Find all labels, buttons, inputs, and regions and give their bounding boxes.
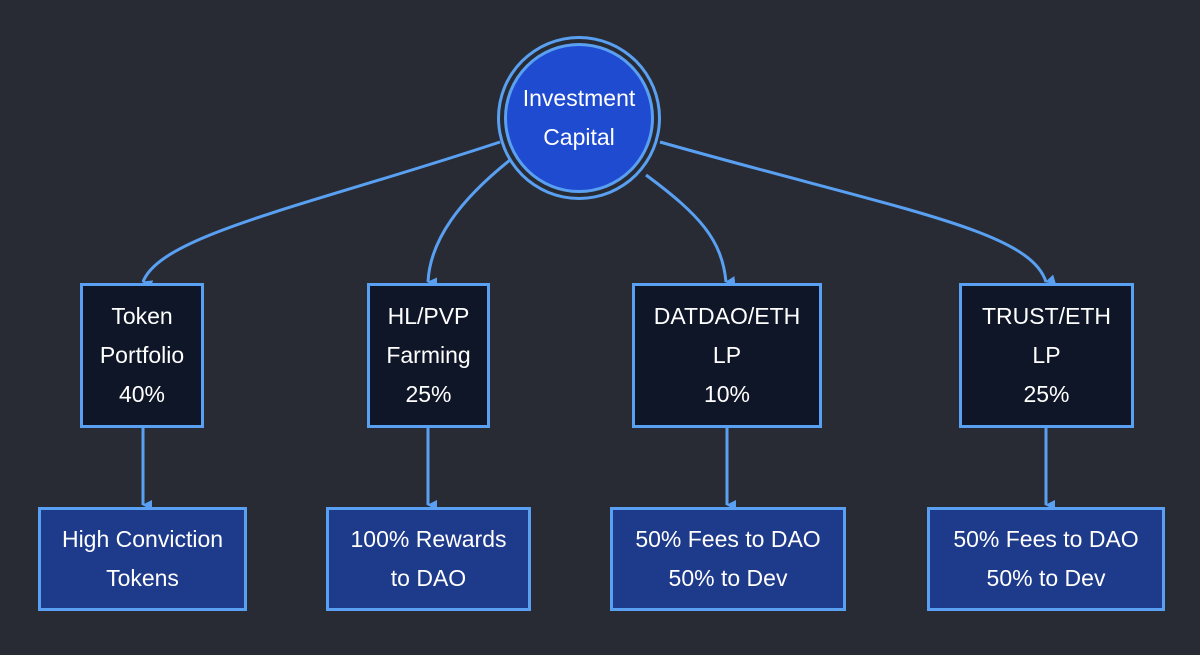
allocation-node-trust-eth-lp: TRUST/ETH LP 25%: [959, 283, 1134, 428]
edge-root-to-trust-eth-lp: [659, 140, 1057, 285]
outcome-label-line-2: Tokens: [106, 565, 179, 591]
allocation-label-line-2: Portfolio: [99, 342, 185, 368]
allocation-node-hl-pvp-farming: HL/PVP Farming 25%: [367, 283, 490, 428]
outcome-node-rewards-to-dao: 100% Rewards to DAO: [326, 507, 531, 611]
outcome-node-high-conviction-tokens: High Conviction Tokens: [38, 507, 247, 611]
allocation-percent: 25%: [1023, 381, 1070, 407]
root-label-line-1: Investment: [522, 85, 636, 111]
allocation-label-line-2: LP: [1032, 342, 1061, 368]
outcome-label-line-1: High Conviction: [61, 526, 224, 552]
outcome-label-line-2: to DAO: [390, 565, 467, 591]
allocation-percent: 10%: [703, 381, 751, 407]
allocation-label-line-1: Token: [111, 303, 173, 329]
root-label-line-2: Capital: [543, 124, 615, 150]
root-node-investment-capital: Investment Capital: [504, 43, 654, 193]
allocation-node-datdao-eth-lp: DATDAO/ETH LP 10%: [632, 283, 822, 428]
outcome-label-line-2: 50% to Dev: [986, 565, 1106, 591]
edge-root-to-token-portfolio: [141, 140, 501, 290]
allocation-label-line-2: Farming: [386, 342, 471, 368]
allocation-percent: 40%: [118, 381, 166, 407]
outcome-label-line-1: 50% Fees to DAO: [635, 526, 821, 552]
outcome-label-line-2: 50% to Dev: [668, 565, 788, 591]
outcome-node-fees-split-trust: 50% Fees to DAO 50% to Dev: [927, 507, 1165, 611]
outcome-label-line-1: 100% Rewards: [350, 526, 507, 552]
allocation-percent: 25%: [405, 381, 452, 407]
allocation-label-line-1: TRUST/ETH: [981, 303, 1112, 329]
allocation-node-token-portfolio: Token Portfolio 40%: [80, 283, 204, 428]
allocation-label-line-2: LP: [712, 342, 742, 368]
allocation-label-line-1: HL/PVP: [387, 303, 470, 329]
edge-root-to-datdao-eth-lp: [645, 173, 736, 287]
edge-root-to-hl-pvp-farming: [426, 158, 511, 288]
outcome-label-line-1: 50% Fees to DAO: [953, 526, 1139, 552]
outcome-node-fees-split-datdao: 50% Fees to DAO 50% to Dev: [610, 507, 846, 611]
allocation-label-line-1: DATDAO/ETH: [653, 303, 801, 329]
